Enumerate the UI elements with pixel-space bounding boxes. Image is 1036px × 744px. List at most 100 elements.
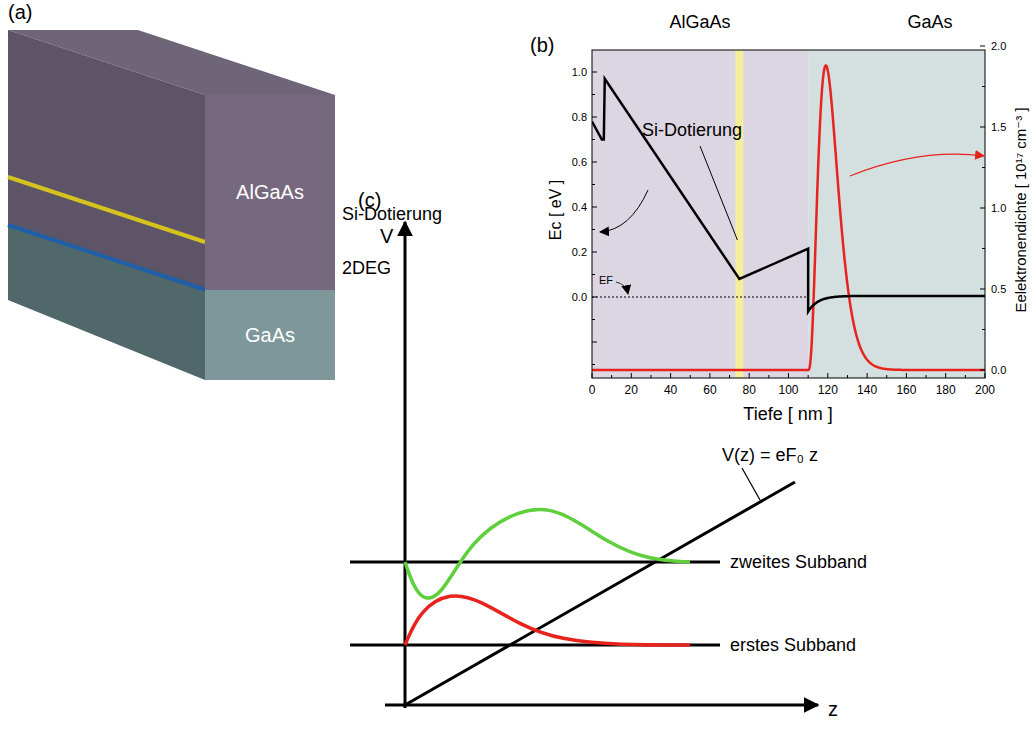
tick <box>768 375 769 378</box>
axis-label: V <box>380 225 393 248</box>
tick <box>808 375 809 378</box>
tick <box>592 94 595 95</box>
gaas-region <box>808 50 985 378</box>
tick-label: 200 <box>975 384 995 398</box>
axis-title: Tiefe [ nm ] <box>743 404 832 425</box>
axis-title: Ec [ eV ] <box>547 180 565 240</box>
subband-label: zweites Subband <box>730 552 867 573</box>
tick <box>592 274 595 275</box>
wavefunction-second <box>405 509 690 598</box>
tick <box>926 375 927 378</box>
tick <box>945 373 946 378</box>
tick <box>982 167 985 168</box>
tick-label: 40 <box>664 384 677 398</box>
tick <box>592 252 597 253</box>
tick <box>592 162 597 163</box>
2deg-layer <box>8 225 206 290</box>
panel-letter: (c) <box>358 189 381 212</box>
leader-line <box>742 468 760 500</box>
leader-line <box>700 146 737 240</box>
tick <box>592 207 597 208</box>
tick-label: 160 <box>896 384 916 398</box>
tick <box>827 373 828 378</box>
tick <box>592 184 595 185</box>
layer-callout: Si-Dotierung <box>342 204 442 225</box>
tick <box>980 208 985 209</box>
panel-letter: (a) <box>8 1 32 24</box>
fermi-level <box>592 297 808 298</box>
tick <box>965 375 966 378</box>
tick <box>729 375 730 378</box>
region-heading: GaAs <box>907 12 952 33</box>
fermi-label: EF <box>599 274 613 287</box>
tick <box>867 373 868 378</box>
tick <box>749 373 750 378</box>
tick-label: 0 <box>589 384 596 398</box>
tick <box>650 375 651 378</box>
tick-marks <box>592 46 985 378</box>
algaas-layer-face: AlGaAs <box>205 95 335 290</box>
panel-letter: (b) <box>530 34 554 57</box>
tick <box>982 248 985 249</box>
tick <box>592 373 593 378</box>
tick-label: 80 <box>743 384 756 398</box>
formula-label: V(z) = eF₀ z <box>722 445 818 466</box>
electron-density-curve <box>592 65 985 370</box>
tick <box>982 86 985 87</box>
wavefunction-first <box>405 596 690 645</box>
tick-label: 0.6 <box>572 156 587 169</box>
tick <box>592 72 597 73</box>
tick <box>592 297 597 298</box>
fermi-pointer-arrow <box>616 282 628 294</box>
tick <box>631 373 632 378</box>
conduction-band-curve <box>592 79 985 312</box>
tick <box>592 319 595 320</box>
tick-label: 180 <box>936 384 956 398</box>
axis-pointer-arrow <box>850 154 984 176</box>
tick-label: 100 <box>778 384 798 398</box>
layer-block <box>8 30 335 380</box>
tick-label: 0.2 <box>572 246 587 259</box>
tick-label: 0.0 <box>991 364 1006 377</box>
tick <box>788 373 789 378</box>
tick-label: 20 <box>625 384 638 398</box>
tick-label: 60 <box>703 384 716 398</box>
tick-label: 1.0 <box>572 66 587 79</box>
region-heading: AlGaAs <box>669 12 730 33</box>
tick <box>980 46 985 47</box>
tick <box>980 127 985 128</box>
axis-v <box>404 222 407 708</box>
axis-z <box>385 704 818 707</box>
tick <box>670 373 671 378</box>
layer-label: AlGaAs <box>236 181 304 204</box>
algaas-region <box>592 50 808 378</box>
axis-title: Eelektronendichte [ 10¹⁷ cm⁻³ ] <box>1012 107 1029 312</box>
axis-label: z <box>828 698 838 721</box>
plot-frame <box>592 50 985 378</box>
tick-label: 0.8 <box>572 111 587 124</box>
tick-label: 1.0 <box>991 202 1006 215</box>
band-chart <box>592 46 985 378</box>
tick <box>906 373 907 378</box>
tick <box>847 375 848 378</box>
tick-label: 1.5 <box>991 121 1006 134</box>
potential-line <box>405 482 795 705</box>
tick <box>982 329 985 330</box>
tick <box>985 373 986 378</box>
tick <box>592 139 595 140</box>
tick-label: 2.0 <box>991 40 1006 53</box>
axis-pointer-arrow <box>600 190 648 232</box>
tick <box>592 117 597 118</box>
tick <box>709 373 710 378</box>
tick <box>611 375 612 378</box>
tick <box>592 342 597 343</box>
tick <box>592 229 595 230</box>
tick-label: 0.4 <box>572 201 587 214</box>
tick-label: 0.5 <box>991 283 1006 296</box>
layer-callout: 2DEG <box>342 258 391 279</box>
tick <box>690 375 691 378</box>
subband-label: erstes Subband <box>730 635 856 656</box>
tick <box>980 370 985 371</box>
tick <box>980 289 985 290</box>
